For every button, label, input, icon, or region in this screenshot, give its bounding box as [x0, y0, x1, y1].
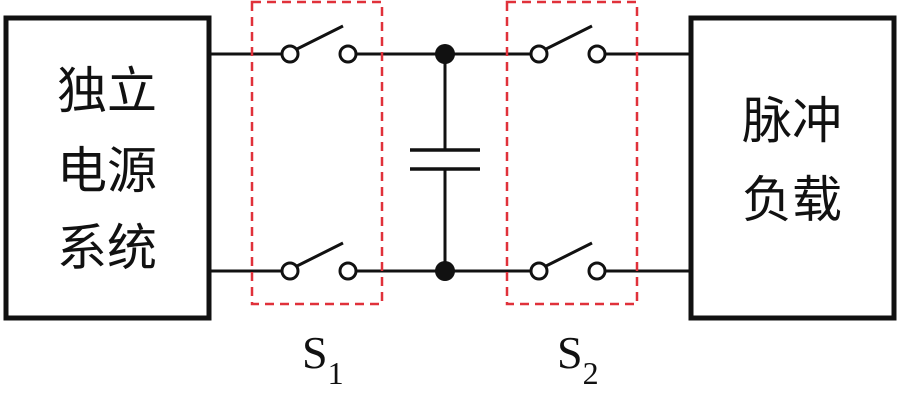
power-source-label-line-2: 电源: [57, 142, 157, 200]
switch-s1-label-main: S: [302, 327, 328, 378]
switch-s1-boundary: [250, 0, 384, 306]
pulse-load-box: [688, 15, 897, 321]
junction-node-bottom: [435, 261, 455, 281]
pulse-load-label-line-2: 负载: [742, 171, 842, 229]
junction-node-top: [435, 44, 455, 64]
switch-s2-label-subscript: 2: [583, 355, 599, 391]
switch-s1-bottom: [280, 241, 358, 281]
switch-s2-bottom: [529, 241, 607, 281]
switch-s2-label: S2: [557, 327, 599, 391]
switch-s1-top: [280, 24, 358, 64]
switch-s1-label: S1: [302, 327, 344, 391]
switch-s1-label-subscript: 1: [328, 355, 344, 391]
power-source-box: [3, 15, 212, 321]
pulse-load-label-line-1: 脉冲: [742, 92, 842, 150]
switch-s2-label-main: S: [557, 327, 583, 378]
power-source-label-line-3: 系统: [57, 219, 157, 277]
switch-s2-boundary: [505, 0, 639, 306]
power-source-label-line-1: 独立: [57, 62, 157, 120]
switch-s2-top: [529, 24, 607, 64]
